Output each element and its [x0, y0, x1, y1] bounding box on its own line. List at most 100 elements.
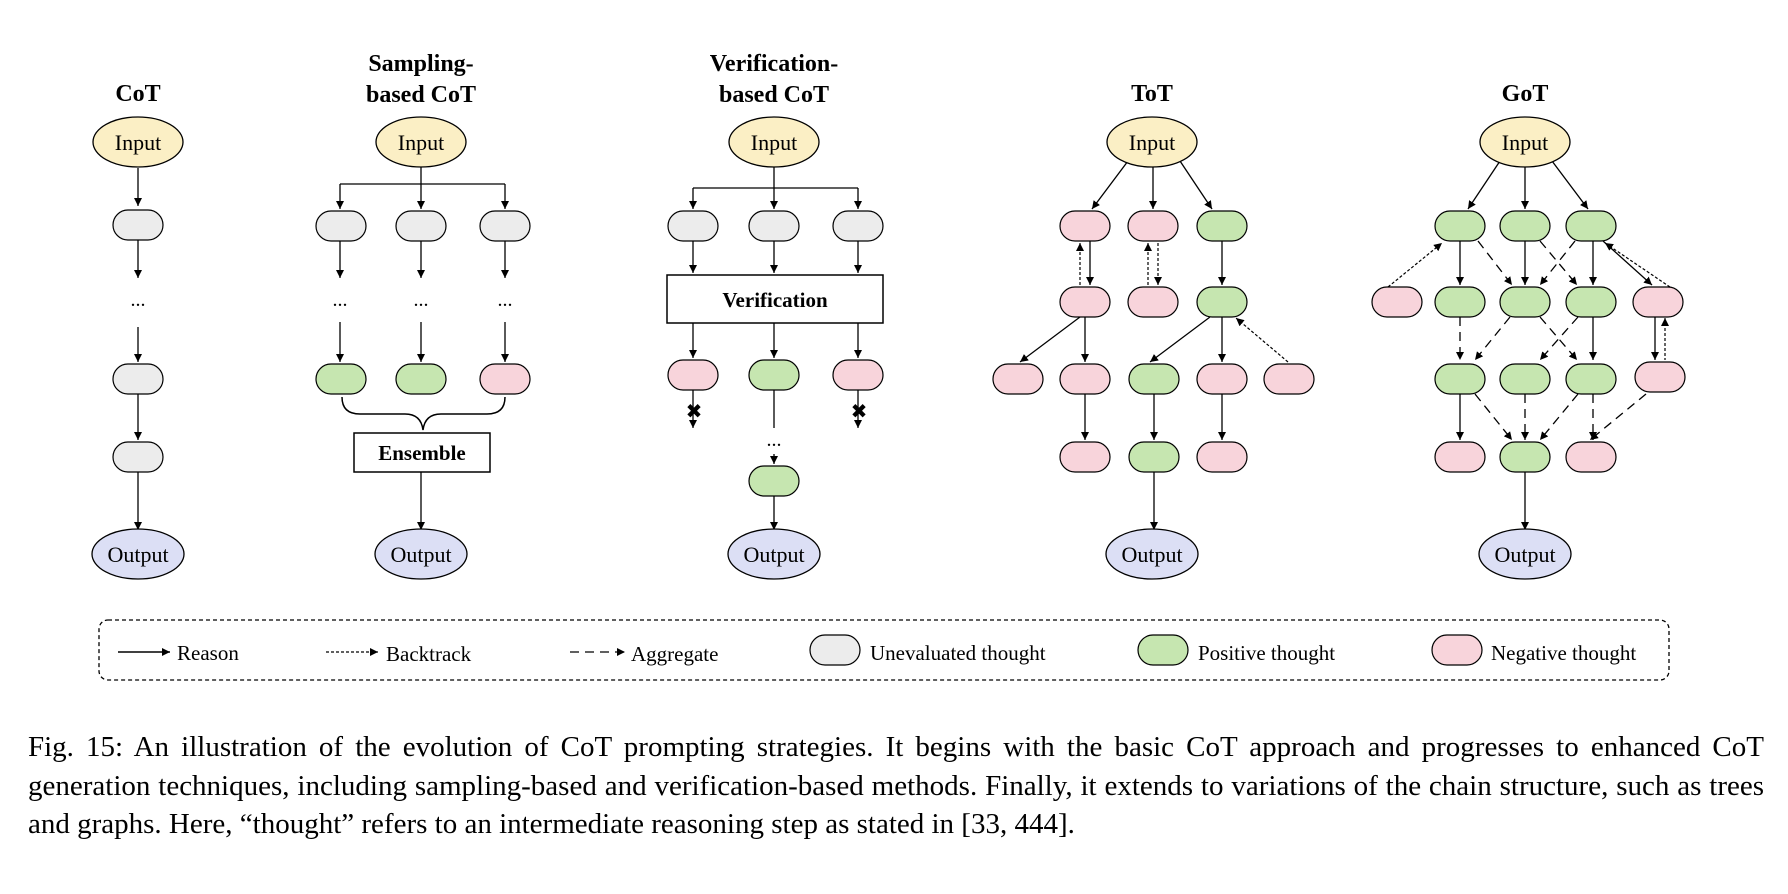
positive-thought-node — [1499, 441, 1551, 473]
legend-aggregate-label: Aggregate — [631, 642, 718, 666]
verification-box — [666, 274, 884, 324]
panel-title-tot: ToT — [1131, 81, 1173, 107]
positive-thought-node — [1499, 210, 1551, 242]
positive-thought-node — [395, 363, 447, 395]
output-node — [1105, 528, 1199, 580]
ellipsis: ... — [131, 289, 146, 311]
negative-thought-node — [1059, 210, 1111, 242]
got-reason-edges — [1456, 160, 1659, 530]
output-label: Output — [1121, 542, 1182, 567]
figure-caption: Fig. 15: An illustration of the evolutio… — [28, 731, 1764, 840]
panel-title-sampling-line1: Sampling- — [368, 51, 473, 77]
output-label: Output — [1494, 542, 1555, 567]
positive-thought-node — [315, 363, 367, 395]
positive-thought-node — [1128, 363, 1180, 395]
got-aggregate-edges — [1456, 240, 1647, 441]
panel-title-sampling-line2: based CoT — [366, 82, 476, 108]
legend-unevaluated-label: Unevaluated thought — [870, 641, 1046, 665]
panel-title-verification-line1: Verification- — [710, 51, 838, 77]
negative-thought-node — [1565, 441, 1617, 473]
positive-thought-node — [1499, 286, 1551, 318]
unevaluated-thought-node — [395, 210, 447, 242]
tot-backtrack-edges — [1076, 243, 1289, 363]
unevaluated-thought-node — [667, 210, 719, 242]
positive-thought-node — [1434, 210, 1486, 242]
positive-thought-node — [1434, 286, 1486, 318]
negative-thought-node — [992, 363, 1044, 395]
ensemble-label: Ensemble — [378, 441, 466, 465]
input-label: Input — [1129, 130, 1175, 155]
output-label: Output — [107, 542, 168, 567]
input-label: Input — [751, 130, 797, 155]
ellipsis: ... — [767, 429, 782, 451]
positive-thought-node — [1565, 210, 1617, 242]
reject-mark-icon: ✖ — [686, 399, 703, 423]
input-node — [728, 116, 820, 168]
panel-got: GoT — [1371, 81, 1686, 580]
unevaluated-thought-node — [112, 363, 164, 395]
negative-thought-node — [1059, 363, 1111, 395]
input-node — [1479, 116, 1571, 168]
negative-thought-node — [1196, 363, 1248, 395]
tot-reason-edges — [1019, 160, 1226, 530]
negative-thought-node — [1371, 286, 1423, 318]
cot-evolution-diagram: CoT Input ... Output Sampling- based CoT — [91, 51, 1686, 681]
panel-tot: ToT Input — [992, 81, 1315, 580]
input-node — [375, 116, 467, 168]
negative-thought-node — [1434, 441, 1486, 473]
panel-title-cot: CoT — [115, 81, 160, 107]
panel-title-got: GoT — [1502, 81, 1549, 107]
positive-thought-node — [1434, 363, 1486, 395]
positive-thought-node — [1499, 363, 1551, 395]
verification-label: Verification — [722, 288, 828, 312]
unevaluated-thought-node — [748, 210, 800, 242]
output-node — [727, 528, 821, 580]
ellipsis: ... — [414, 289, 429, 311]
positive-swatch-icon — [1137, 634, 1189, 666]
negative-thought-node — [1059, 441, 1111, 473]
output-node — [1478, 528, 1572, 580]
legend-backtrack-label: Backtrack — [386, 642, 472, 666]
positive-thought-node — [1196, 210, 1248, 242]
ellipsis: ... — [333, 289, 348, 311]
legend-negative-label: Negative thought — [1491, 641, 1636, 665]
panel-sampling-cot: Sampling- based CoT Input ... ... ... — [315, 51, 531, 580]
negative-thought-node — [479, 363, 531, 395]
input-node — [92, 116, 184, 168]
input-node — [1106, 116, 1198, 168]
unevaluated-thought-node — [479, 210, 531, 242]
unevaluated-thought-node — [112, 209, 164, 241]
panel-verification-cot: Verification- based CoT Input Verificati… — [666, 51, 884, 580]
output-label: Output — [743, 542, 804, 567]
got-backtrack-edges — [1387, 242, 1671, 360]
legend-frame — [98, 619, 1670, 681]
negative-thought-node — [1059, 286, 1111, 318]
negative-thought-node — [1632, 286, 1684, 318]
reject-mark-icon: ✖ — [851, 399, 868, 423]
input-label: Input — [1502, 130, 1548, 155]
legend-reason-label: Reason — [177, 641, 239, 665]
sampling-edges — [336, 167, 509, 530]
panel-title-verification-line2: based CoT — [719, 82, 829, 108]
input-label: Input — [398, 130, 444, 155]
unevaluated-swatch-icon — [809, 634, 861, 666]
negative-thought-node — [1634, 361, 1686, 393]
negative-thought-node — [1196, 441, 1248, 473]
positive-thought-node — [1565, 363, 1617, 395]
legend-positive-label: Positive thought — [1198, 641, 1335, 665]
input-label: Input — [115, 130, 161, 155]
output-node — [91, 528, 185, 580]
negative-swatch-icon — [1431, 634, 1483, 666]
ellipsis: ... — [498, 289, 513, 311]
unevaluated-thought-node — [832, 210, 884, 242]
positive-thought-node — [748, 465, 800, 497]
output-label: Output — [390, 542, 451, 567]
unevaluated-thought-node — [315, 210, 367, 242]
negative-thought-node — [1127, 286, 1179, 318]
positive-thought-node — [1565, 286, 1617, 318]
unevaluated-thought-node — [112, 441, 164, 473]
verification-edges — [689, 167, 862, 530]
positive-thought-node — [1128, 441, 1180, 473]
panel-cot: CoT Input ... Output — [91, 81, 185, 580]
legend: Reason Backtrack Aggregate Unevaluated t… — [98, 619, 1670, 681]
